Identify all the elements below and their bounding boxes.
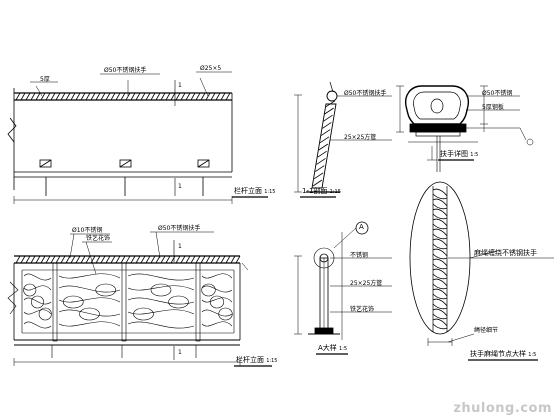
handrail-detail [396,85,534,172]
railing-top-elevation [7,71,268,204]
callout-detail-a-2: 25×25方管 [350,280,383,287]
callout-detail-a-1: 不锈钢 [350,252,369,259]
section-mark-top-1: 1 [178,82,182,89]
title-handrail-detail: 扶手详图 1:5 [440,150,479,159]
callout-bottom-2: 铁艺花饰 [86,235,111,242]
detail-a-marker: A [359,223,364,231]
section-mark-bottom-bottom: 1 [178,349,182,356]
rope-hatch-top [15,92,231,101]
section-1-1 [294,81,392,198]
callout-section-2: 25×25方管 [344,134,377,141]
section-mark-bottom-1: 1 [178,183,182,190]
callout-rope-1: 麻绳缠绕不锈钢扶手 [474,249,537,257]
title-section-1: 1-1剖面 1:15 [302,187,341,196]
callout-section-1: Ø50不锈钢扶手 [344,90,387,97]
callout-handrail-2: 5厚钢板 [482,104,504,111]
title-railing-bottom: 栏杆立面 1:15 [236,356,278,365]
callout-top-3: Ø25×5 [200,65,222,72]
base-plates-top [39,159,210,168]
railing-bottom-elevation [7,231,272,367]
rope-node-detail [409,181,554,361]
title-railing-top: 栏杆立面 1:15 [234,187,276,196]
section-mark-bottom-top: 1 [178,243,182,250]
rope-coils [432,188,448,330]
callout-top-2: Ø50不锈钢扶手 [104,67,147,74]
rope-note: 绳径细节 [474,327,499,334]
rope-hatch-bottom [15,255,241,264]
callout-handrail-1: Ø50不锈钢 [482,90,513,97]
callout-detail-a-3: 铁艺花饰 [350,306,375,313]
post-hatch [312,100,336,187]
ornamental-swirls [7,273,233,329]
callout-top-1: 5厚 [40,76,50,83]
callout-bottom-1: Ø10不锈钢 [72,227,103,234]
watermark: zhulong.com [453,401,552,416]
detail-a [294,221,392,355]
callout-bottom-3: Ø50不锈钢扶手 [158,225,201,232]
title-detail-a: A大样 1:5 [318,344,348,353]
title-rope-detail: 扶手麻绳节点大样 1:5 [470,350,537,359]
